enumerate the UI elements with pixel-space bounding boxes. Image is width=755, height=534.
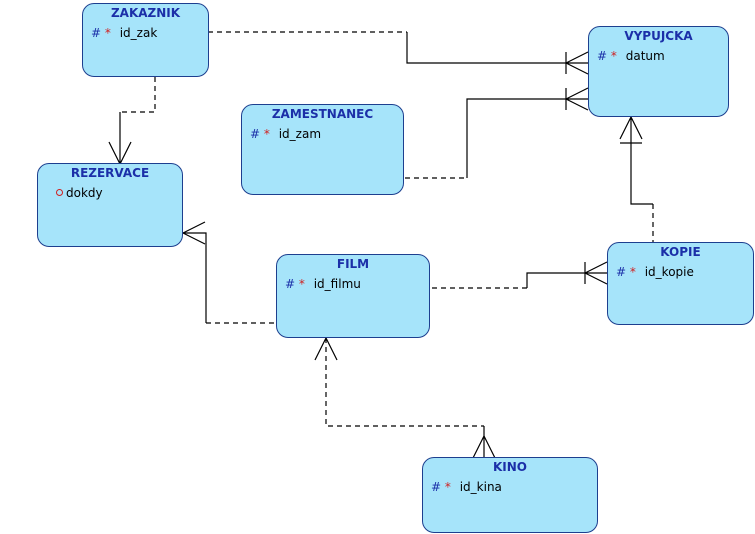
mandatory-marker: * [610,49,617,63]
attribute-row: # * id_filmu [285,277,429,291]
primary-key-marker: # [285,277,296,291]
primary-key-marker: # [91,26,102,40]
attribute-row: dokdy [56,186,182,200]
attribute-name: datum [625,49,665,63]
entity-title: KINO [492,460,527,474]
mandatory-marker: * [298,277,305,291]
primary-key-marker: # [250,127,261,141]
entity-zakaznik[interactable]: ZAKAZNIK # * id_zak [82,3,209,77]
primary-key-marker: # [431,480,442,494]
attribute-name: id_kopie [644,265,694,279]
attribute-name: dokdy [66,186,103,200]
entity-film[interactable]: FILM # * id_filmu [276,254,430,338]
entity-title: VYPUJCKA [624,29,693,43]
entity-kopie[interactable]: KOPIE # * id_kopie [607,242,754,325]
entity-title: FILM [336,257,370,271]
relationship-zakaznik-rezervace [108,77,156,165]
primary-key-marker: # [616,265,627,279]
mandatory-marker: * [629,265,636,279]
relationship-zamestnanec-vypujcka [405,87,589,179]
entity-kino[interactable]: KINO # * id_kina [422,457,598,533]
entity-rezervace[interactable]: REZERVACE dokdy [37,163,183,247]
entity-title: ZAKAZNIK [110,6,181,20]
mandatory-marker: * [263,127,270,141]
entity-title: ZAMESTNANEC [271,107,374,121]
entity-zamestnanec[interactable]: ZAMESTNANEC # * id_zam [241,104,404,195]
relationship-vypujcka-kopie [619,116,654,244]
mandatory-marker: * [104,26,111,40]
attribute-row: # * id_zak [91,26,208,40]
relationship-film-kino [314,337,496,459]
attribute-name: id_zak [119,26,158,40]
attribute-name: id_zam [278,127,322,141]
entity-title: REZERVACE [70,166,150,180]
attribute-row: # * id_kina [431,480,597,494]
mandatory-marker: * [444,480,451,494]
attribute-row: # * id_kopie [616,265,753,279]
entity-title: KOPIE [660,245,701,259]
attribute-name: id_kina [459,480,502,494]
primary-key-marker: # [597,49,608,63]
relationship-film-kopie [432,261,608,289]
relationship-zakaznik-vypujcka [208,31,589,75]
attribute-name: id_filmu [313,277,361,291]
relationship-rezervace-film [182,221,276,324]
entity-vypujcka[interactable]: VYPUJCKA # * datum [588,26,729,117]
optional-attribute-icon [56,189,63,196]
attribute-row: # * id_zam [250,127,403,141]
attribute-row: # * datum [597,49,728,63]
